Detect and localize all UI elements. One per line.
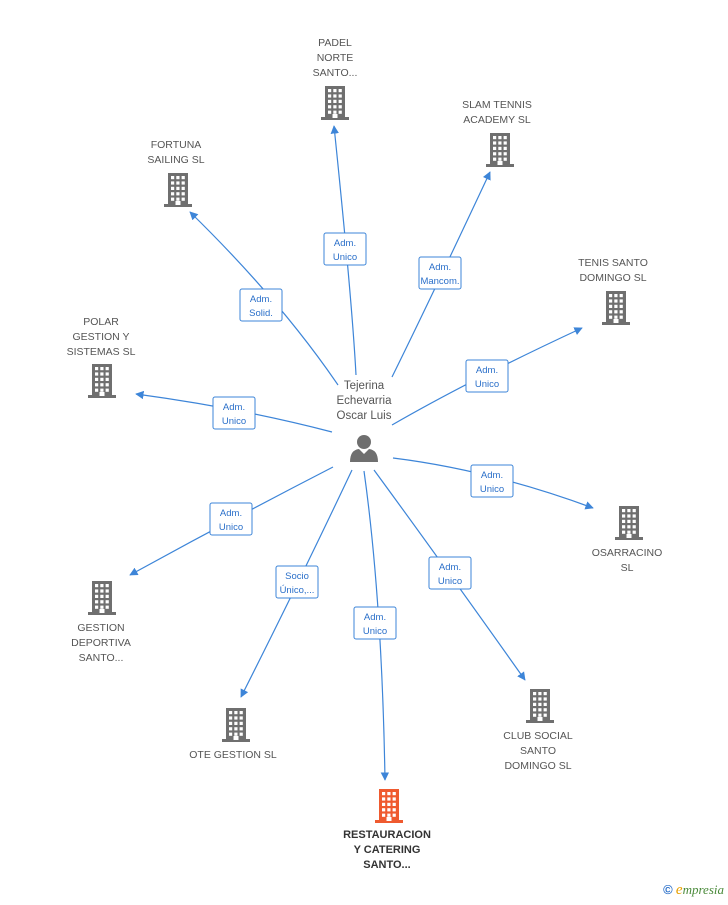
company-label-line: DEPORTIVA bbox=[71, 637, 131, 649]
edge-label-ote[interactable]: SocioÚnico,... bbox=[275, 565, 319, 599]
edge-label-text: Unico bbox=[480, 484, 504, 495]
brand-name: mpresia bbox=[682, 882, 724, 897]
edge-label-slam[interactable]: Adm. Mancom. bbox=[418, 256, 462, 290]
building-icon[interactable] bbox=[375, 789, 403, 823]
edge-label-tenis[interactable]: Adm. Unico bbox=[465, 359, 509, 393]
building-icon[interactable] bbox=[88, 364, 116, 398]
company-label-ote[interactable]: OTE GESTION SL bbox=[189, 749, 277, 761]
building-icon[interactable] bbox=[321, 86, 349, 120]
empresia-logo: © empresia bbox=[663, 882, 724, 899]
company-label-line: FORTUNA bbox=[151, 139, 202, 151]
company-label-tenis[interactable]: TENIS SANTO DOMINGO SL bbox=[578, 257, 648, 284]
company-label-polar[interactable]: POLAR GESTION Y SISTEMAS SL bbox=[67, 316, 136, 358]
company-label-line: SANTO... bbox=[79, 652, 124, 664]
company-label-line: OTE GESTION SL bbox=[189, 749, 277, 761]
building-icon[interactable] bbox=[222, 708, 250, 742]
company-label-gestion[interactable]: GESTION DEPORTIVA SANTO... bbox=[71, 622, 131, 664]
edge-label-text: Adm. bbox=[439, 562, 461, 573]
edge-label-text: Único,... bbox=[280, 585, 315, 596]
edge-label-text: Adm. bbox=[364, 612, 386, 623]
edge-label-text: Mancom. bbox=[420, 276, 459, 287]
company-label-padel[interactable]: PADEL NORTE SANTO... bbox=[313, 37, 358, 79]
edge-label-text: Adm. bbox=[220, 508, 242, 519]
building-icon[interactable] bbox=[164, 173, 192, 207]
company-label-line: SAILING SL bbox=[147, 154, 204, 166]
building-icon[interactable] bbox=[486, 133, 514, 167]
edge-label-fortuna[interactable]: Adm. Solid. bbox=[239, 288, 283, 322]
edge-label-text: Adm. bbox=[481, 470, 503, 481]
edge-label-text: Socio bbox=[285, 571, 309, 582]
company-label-club[interactable]: CLUB SOCIAL SANTO DOMINGO SL bbox=[503, 730, 573, 772]
edge-label-osarracino[interactable]: Adm. Unico bbox=[470, 464, 514, 498]
edge-padel bbox=[330, 125, 357, 376]
person-name-line: Tejerina bbox=[344, 380, 385, 392]
company-label-line: DOMINGO SL bbox=[504, 760, 571, 772]
copyright-symbol: © bbox=[663, 882, 673, 897]
company-label-line: SANTO bbox=[520, 745, 556, 757]
building-icon[interactable] bbox=[615, 506, 643, 540]
company-label-line: POLAR bbox=[83, 316, 119, 328]
building-icon[interactable] bbox=[602, 291, 630, 325]
company-label-osarracino[interactable]: OSARRACINO SL bbox=[592, 547, 663, 574]
company-label-line: ACADEMY SL bbox=[463, 114, 531, 126]
edge-label-text: Unico bbox=[475, 379, 499, 390]
company-label-line: PADEL bbox=[318, 37, 352, 49]
edge-label-text: Unico bbox=[219, 522, 243, 533]
company-label-line: TENIS SANTO bbox=[578, 257, 648, 269]
edge-label-text: Adm. bbox=[429, 262, 451, 273]
brand-initial: e bbox=[675, 882, 683, 898]
edge-label-text: Adm. bbox=[476, 365, 498, 376]
edge-label-text: Adm. bbox=[334, 238, 356, 249]
building-icon[interactable] bbox=[88, 581, 116, 615]
edge-label-text: Unico bbox=[333, 252, 357, 263]
company-label-line: SANTO... bbox=[363, 859, 410, 871]
edge-label-text: Unico bbox=[222, 416, 246, 427]
company-label-line: SANTO... bbox=[313, 67, 358, 79]
company-label-line: DOMINGO SL bbox=[579, 272, 646, 284]
edge-label-text: Adm. bbox=[223, 402, 245, 413]
company-label-line: GESTION bbox=[77, 622, 124, 634]
company-label-restauracion[interactable]: RESTAURACION Y CATERING SANTO... bbox=[343, 829, 431, 871]
company-label-line: OSARRACINO bbox=[592, 547, 663, 559]
building-icon[interactable] bbox=[526, 689, 554, 723]
edge-label-restauracion[interactable]: Adm. Unico bbox=[353, 606, 397, 640]
edge-label-text: Unico bbox=[363, 626, 387, 637]
company-label-slam[interactable]: SLAM TENNIS ACADEMY SL bbox=[462, 99, 532, 126]
company-label-line: GESTION Y bbox=[73, 331, 130, 343]
company-label-line: NORTE bbox=[317, 52, 354, 64]
person-icon[interactable] bbox=[350, 435, 378, 462]
person-name-line: Oscar Luis bbox=[337, 410, 392, 422]
edge-label-text: Unico bbox=[438, 576, 462, 587]
company-label-line: SISTEMAS SL bbox=[67, 346, 136, 358]
company-label-line: RESTAURACION bbox=[343, 829, 431, 841]
company-label-line: CLUB SOCIAL bbox=[503, 730, 573, 742]
edge-label-text: Adm. bbox=[250, 294, 272, 305]
person-name-line: Echevarria bbox=[337, 395, 393, 407]
edge-label-text: Solid. bbox=[249, 308, 273, 319]
edge-label-gestion[interactable]: Adm. Unico bbox=[209, 502, 253, 536]
company-label-line: Y CATERING bbox=[354, 844, 421, 856]
company-label-fortuna[interactable]: FORTUNA SAILING SL bbox=[147, 139, 204, 166]
edge-label-polar[interactable]: Adm. Unico bbox=[212, 396, 256, 430]
edge-label-club[interactable]: Adm. Unico bbox=[428, 556, 472, 590]
company-label-line: SLAM TENNIS bbox=[462, 99, 532, 111]
company-label-line: SL bbox=[621, 562, 634, 574]
edge-label-padel[interactable]: Adm. Unico bbox=[323, 232, 367, 266]
